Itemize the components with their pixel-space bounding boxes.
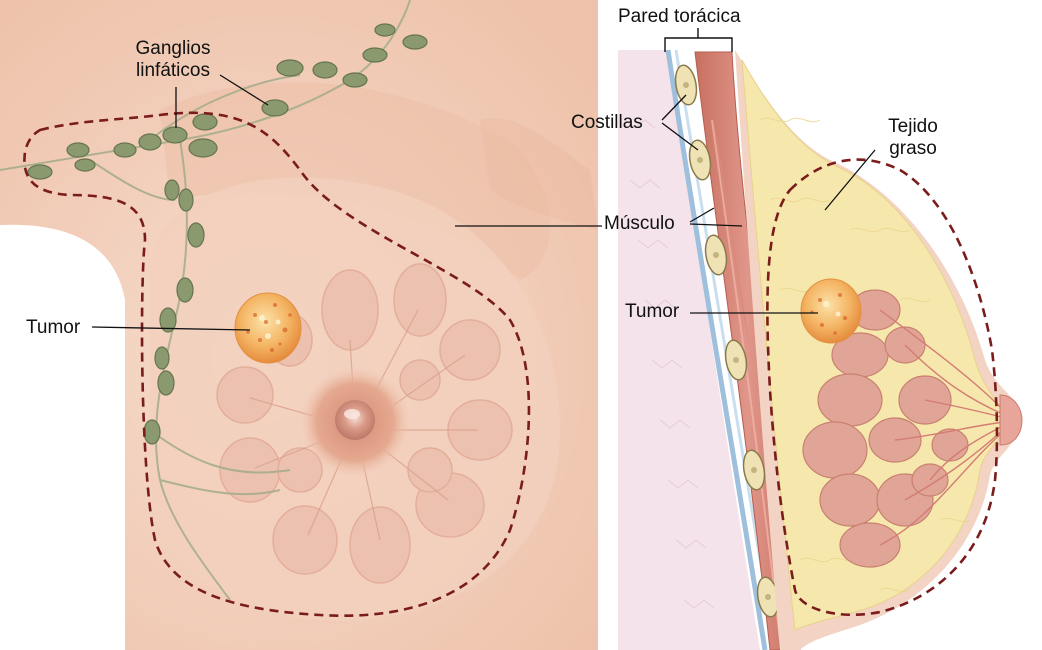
label-muscle: Músculo — [604, 213, 675, 234]
leader-lines-side — [455, 94, 876, 314]
label-fatty-tissue: Tejido graso — [868, 116, 958, 160]
label-tumor-side: Tumor — [625, 301, 680, 322]
label-ribs: Costillas — [571, 112, 643, 133]
chest-wall-bracket — [664, 28, 733, 52]
label-fatty-tissue-line2: graso — [889, 138, 937, 159]
label-chest-wall: Pared torácica — [618, 6, 741, 27]
label-lymph-nodes-line2: linfáticos — [136, 60, 210, 81]
label-tumor-front: Tumor — [26, 317, 81, 338]
nipple-side — [999, 394, 1023, 446]
leader-lines-front — [91, 74, 269, 331]
dashed-outline-front — [23, 111, 531, 617]
dashed-outline-side — [766, 158, 999, 616]
label-lymph-nodes-line1: Ganglios — [135, 38, 211, 59]
front-view — [0, 0, 598, 650]
ribs — [674, 64, 780, 618]
side-view — [455, 28, 1023, 650]
label-lymph-nodes: Ganglios linfáticos — [118, 38, 228, 82]
tumor-front — [234, 292, 302, 364]
label-fatty-tissue-line1: Tejido — [888, 116, 938, 137]
tumor-side — [800, 278, 862, 344]
lobules — [216, 263, 513, 584]
lung-tissue — [618, 50, 760, 650]
nipple — [335, 400, 375, 440]
